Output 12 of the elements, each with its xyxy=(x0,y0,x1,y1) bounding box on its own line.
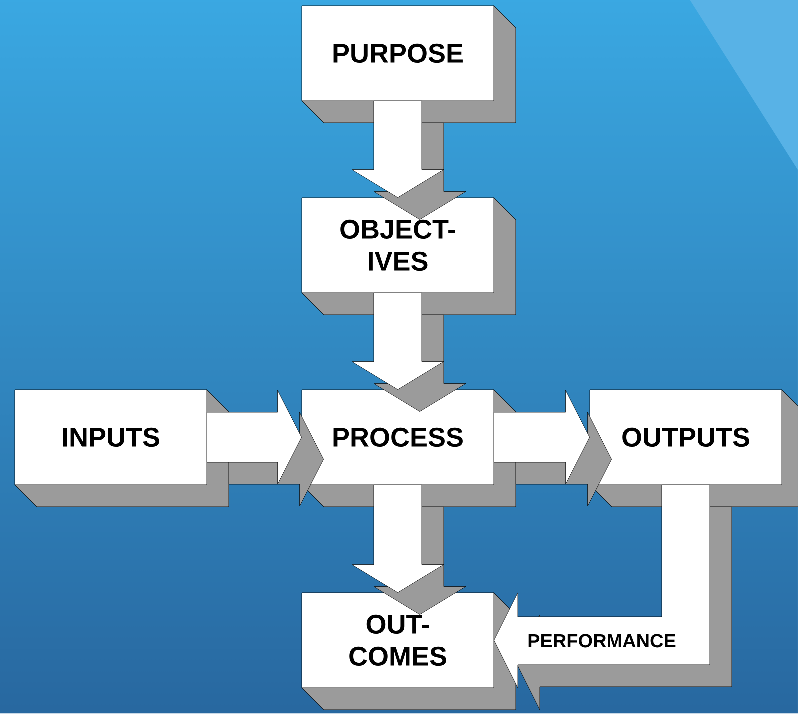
block-arrow xyxy=(352,293,466,412)
block-arrow xyxy=(207,390,324,507)
process-box: OUT- COMES xyxy=(302,592,516,710)
process-box: INPUTS xyxy=(14,390,230,508)
block-arrow xyxy=(352,484,466,615)
process-box: OBJECT- IVES xyxy=(302,198,516,316)
block-arrow xyxy=(494,484,732,710)
process-box: OUTPUTS xyxy=(590,390,798,508)
process-box: PURPOSE xyxy=(302,6,516,124)
block-arrow xyxy=(352,101,466,220)
block-arrow xyxy=(494,390,612,507)
edge-label: PERFORMANCE xyxy=(528,634,676,648)
